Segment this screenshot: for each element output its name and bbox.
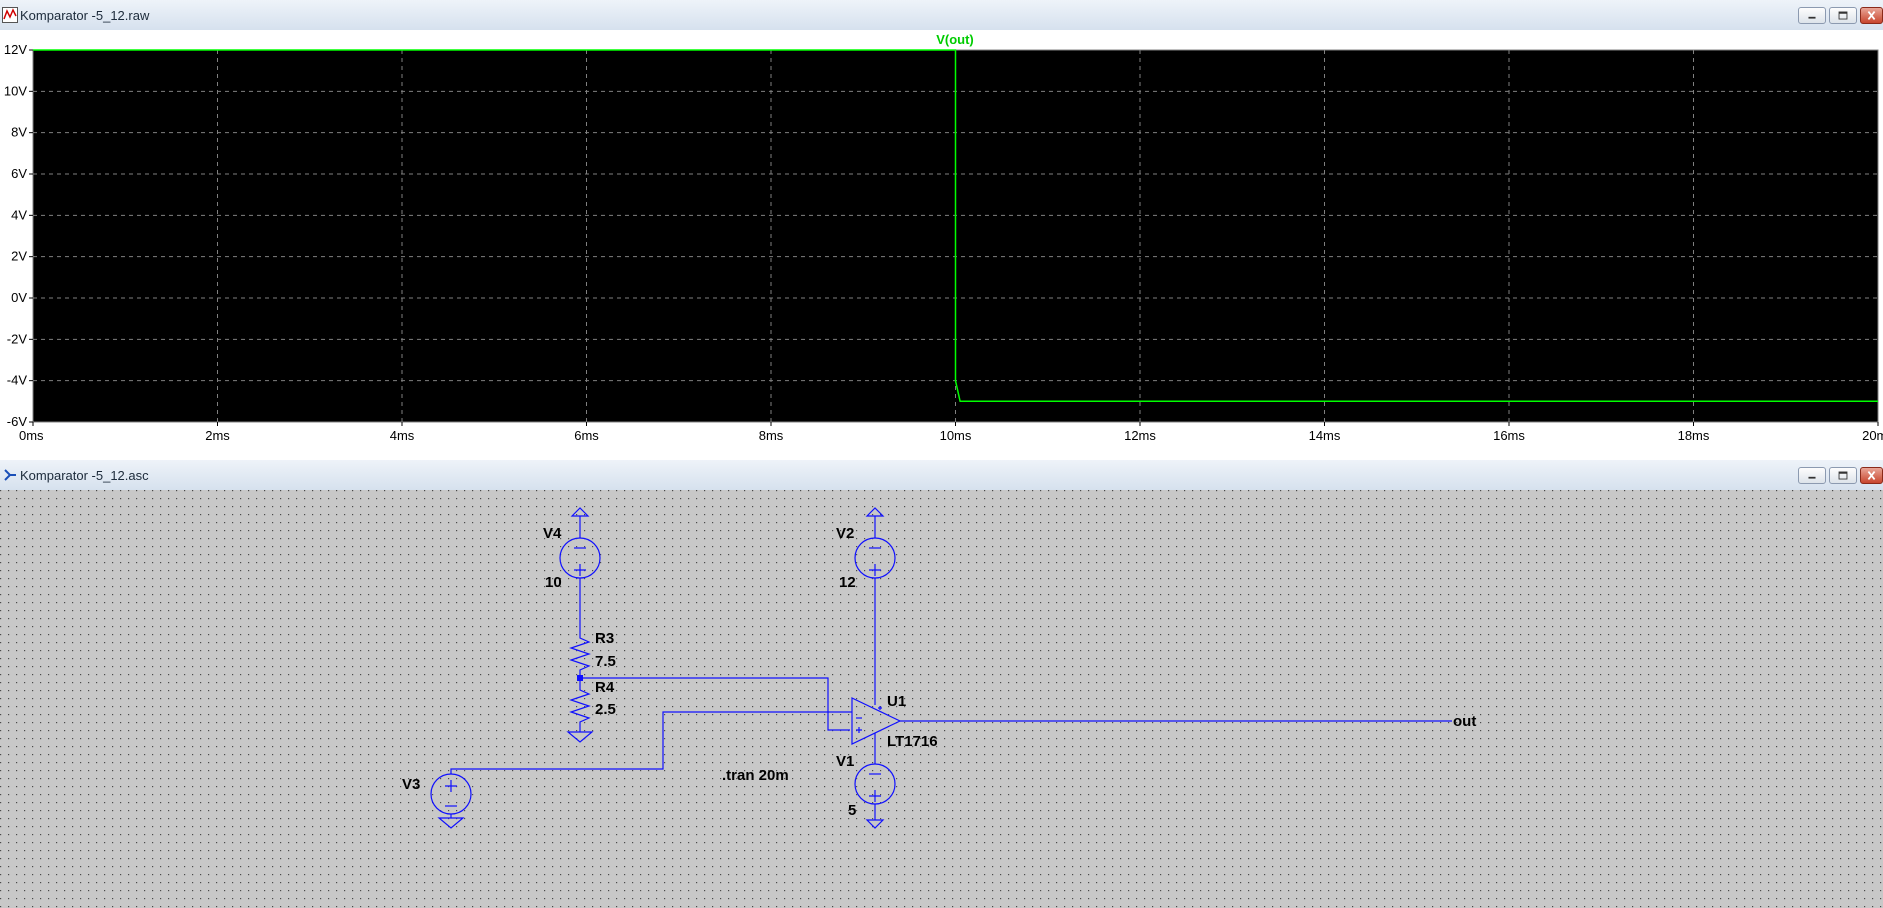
- x-axis-ticks: 0ms 2ms 4ms 6ms 8ms 10ms 12ms 14ms 16ms 18ms 20ms: [19, 422, 1883, 443]
- supply-flag-v4[interactable]: [570, 507, 590, 538]
- label-v3-name[interactable]: V3: [402, 776, 420, 793]
- label-r3-name[interactable]: R3: [595, 630, 614, 647]
- y-tick-label: 4V: [11, 207, 27, 222]
- close-icon: [1867, 470, 1876, 481]
- x-tick-label: 20ms: [1862, 428, 1883, 443]
- ground-v3: [437, 814, 465, 829]
- label-v2-name[interactable]: V2: [836, 525, 854, 542]
- schematic-window-title: Komparator -5_12.asc: [20, 468, 149, 483]
- label-v4-value[interactable]: 10: [545, 574, 562, 591]
- x-tick-label: 0ms: [19, 428, 44, 443]
- x-tick-label: 4ms: [390, 428, 415, 443]
- x-tick-label: 2ms: [205, 428, 230, 443]
- maximize-button[interactable]: [1829, 467, 1857, 484]
- maximize-icon: [1838, 11, 1848, 20]
- trace-label[interactable]: V(out): [936, 32, 974, 47]
- y-tick-label: 8V: [11, 125, 27, 140]
- close-icon: [1867, 10, 1876, 21]
- label-r3-value[interactable]: 7.5: [595, 653, 616, 670]
- waveform-icon: [2, 7, 18, 23]
- label-r4-value[interactable]: 2.5: [595, 701, 616, 718]
- schematic-canvas[interactable]: V4 10 V2 12 R3 7.5 R4 2.5 U1 LT1716 V1 5…: [0, 490, 1883, 908]
- x-tick-label: 12ms: [1124, 428, 1156, 443]
- y-tick-label: 10V: [4, 83, 27, 98]
- net-label-out[interactable]: out: [1453, 713, 1476, 730]
- y-tick-label: -6V: [7, 414, 28, 429]
- x-tick-label: 16ms: [1493, 428, 1525, 443]
- minimize-icon: [1808, 476, 1816, 479]
- x-tick-label: 6ms: [574, 428, 599, 443]
- close-button[interactable]: [1860, 7, 1883, 24]
- spice-directive[interactable]: .tran 20m: [722, 767, 789, 784]
- maximize-icon: [1838, 471, 1848, 480]
- schematic-icon: [4, 469, 16, 481]
- label-u1-name[interactable]: U1: [887, 693, 906, 710]
- junction-dot: [577, 675, 583, 681]
- resistor-r4[interactable]: [569, 674, 591, 728]
- trace-v-out[interactable]: [33, 49, 1878, 403]
- x-tick-label: 8ms: [759, 428, 784, 443]
- minimize-icon: [1808, 16, 1816, 19]
- plot-title-bar[interactable]: Komparator -5_12.raw: [0, 0, 1883, 31]
- supply-flag-v2[interactable]: [865, 507, 885, 538]
- opamp-u1[interactable]: [851, 697, 902, 745]
- schematic-dot-grid: [0, 490, 1883, 908]
- waveform-plot[interactable]: V(out) 12V 10V 8V 6V 4V 2V 0V -2V -4V -6V 0ms 2ms 4…: [0, 30, 1883, 452]
- label-v2-value[interactable]: 12: [839, 574, 856, 591]
- label-v1-value[interactable]: 5: [848, 802, 856, 819]
- minimize-button[interactable]: [1798, 467, 1826, 484]
- plot-window-title: Komparator -5_12.raw: [20, 8, 150, 23]
- x-tick-label: 10ms: [940, 428, 972, 443]
- minimize-button[interactable]: [1798, 7, 1826, 24]
- y-tick-label: 0V: [11, 290, 27, 305]
- resistor-r3[interactable]: [569, 633, 591, 674]
- y-tick-label: 12V: [4, 42, 27, 57]
- label-v4-name[interactable]: V4: [543, 525, 562, 542]
- label-r4-name[interactable]: R4: [595, 679, 615, 696]
- close-button[interactable]: [1860, 467, 1883, 484]
- x-tick-label: 18ms: [1678, 428, 1710, 443]
- wire-v3-to-opamp: [450, 711, 852, 774]
- schematic-title-bar[interactable]: Komparator -5_12.asc: [0, 460, 1883, 491]
- y-tick-label: -2V: [7, 331, 28, 346]
- wire-divider-to-opamp: [580, 677, 850, 731]
- trace-layer: [33, 49, 1878, 403]
- supply-flag-v1[interactable]: [865, 804, 885, 829]
- label-v1-name[interactable]: V1: [836, 753, 854, 770]
- plot-window: Komparator -5_12.raw V(out) 12V 10V 8V 6V 4V…: [0, 0, 1883, 452]
- ground-r4: [566, 728, 594, 743]
- y-tick-label: -4V: [7, 373, 28, 388]
- y-tick-label: 6V: [11, 166, 27, 181]
- y-tick-label: 2V: [11, 249, 27, 264]
- maximize-button[interactable]: [1829, 7, 1857, 24]
- label-u1-model[interactable]: LT1716: [887, 733, 938, 750]
- schematic-window: Komparator -5_12.asc: [0, 460, 1883, 908]
- x-tick-label: 14ms: [1309, 428, 1341, 443]
- y-axis-ticks: 12V 10V 8V 6V 4V 2V 0V -2V -4V -6V: [4, 42, 33, 429]
